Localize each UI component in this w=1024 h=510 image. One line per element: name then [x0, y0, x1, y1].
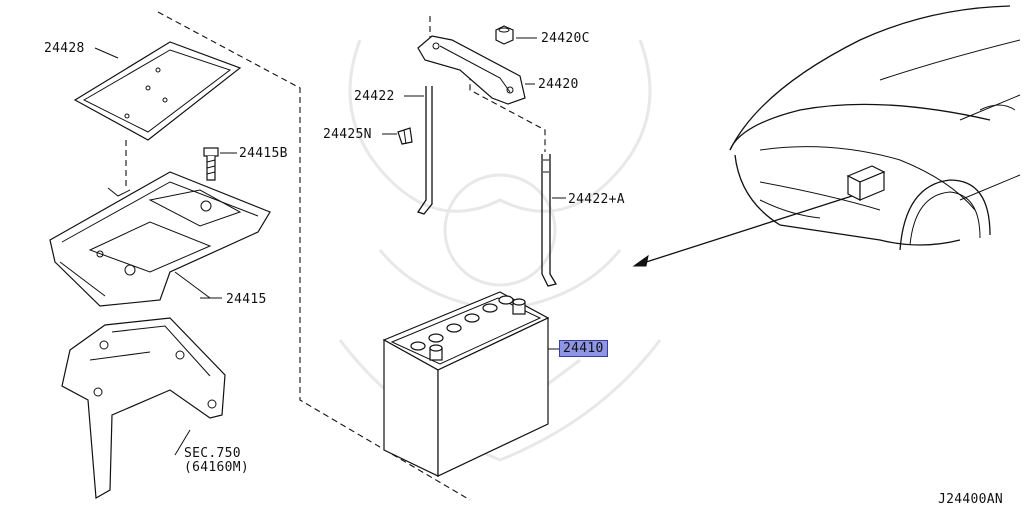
label-24420: 24420 [538, 77, 579, 92]
label-64160m: (64160M) [184, 460, 250, 475]
label-24410-highlighted[interactable]: 24410 [559, 340, 608, 357]
part-24415-battery-bracket [49, 171, 271, 307]
diagram-code: J24400AN [938, 492, 1004, 507]
part-sec750-support-bracket [61, 317, 226, 499]
label-24428: 24428 [44, 41, 85, 56]
location-arrow [632, 195, 853, 267]
battery-cell-caps [410, 295, 514, 351]
part-24422a-rod [541, 154, 566, 287]
label-24425n: 24425N [323, 127, 372, 142]
label-24415b: 24415B [239, 146, 288, 161]
vehicle-location-sketch [729, 5, 1021, 251]
label-sec750: SEC.750 [184, 446, 241, 461]
part-24415b-bolt [203, 147, 237, 181]
part-24410-battery [382, 291, 560, 477]
part-24420-hold-down-frame [417, 35, 535, 105]
label-24422: 24422 [354, 89, 395, 104]
part-24420c-nut [495, 25, 537, 45]
part-24422-rod [404, 86, 433, 215]
vehicle-battery-icon [846, 165, 886, 201]
label-24422a: 24422+A [568, 192, 625, 207]
part-24428-tray-mat [73, 41, 242, 141]
battery-terminals [429, 298, 526, 361]
part-24425n-clip [382, 127, 413, 145]
label-24415: 24415 [226, 292, 267, 307]
label-24420c: 24420C [541, 31, 590, 46]
